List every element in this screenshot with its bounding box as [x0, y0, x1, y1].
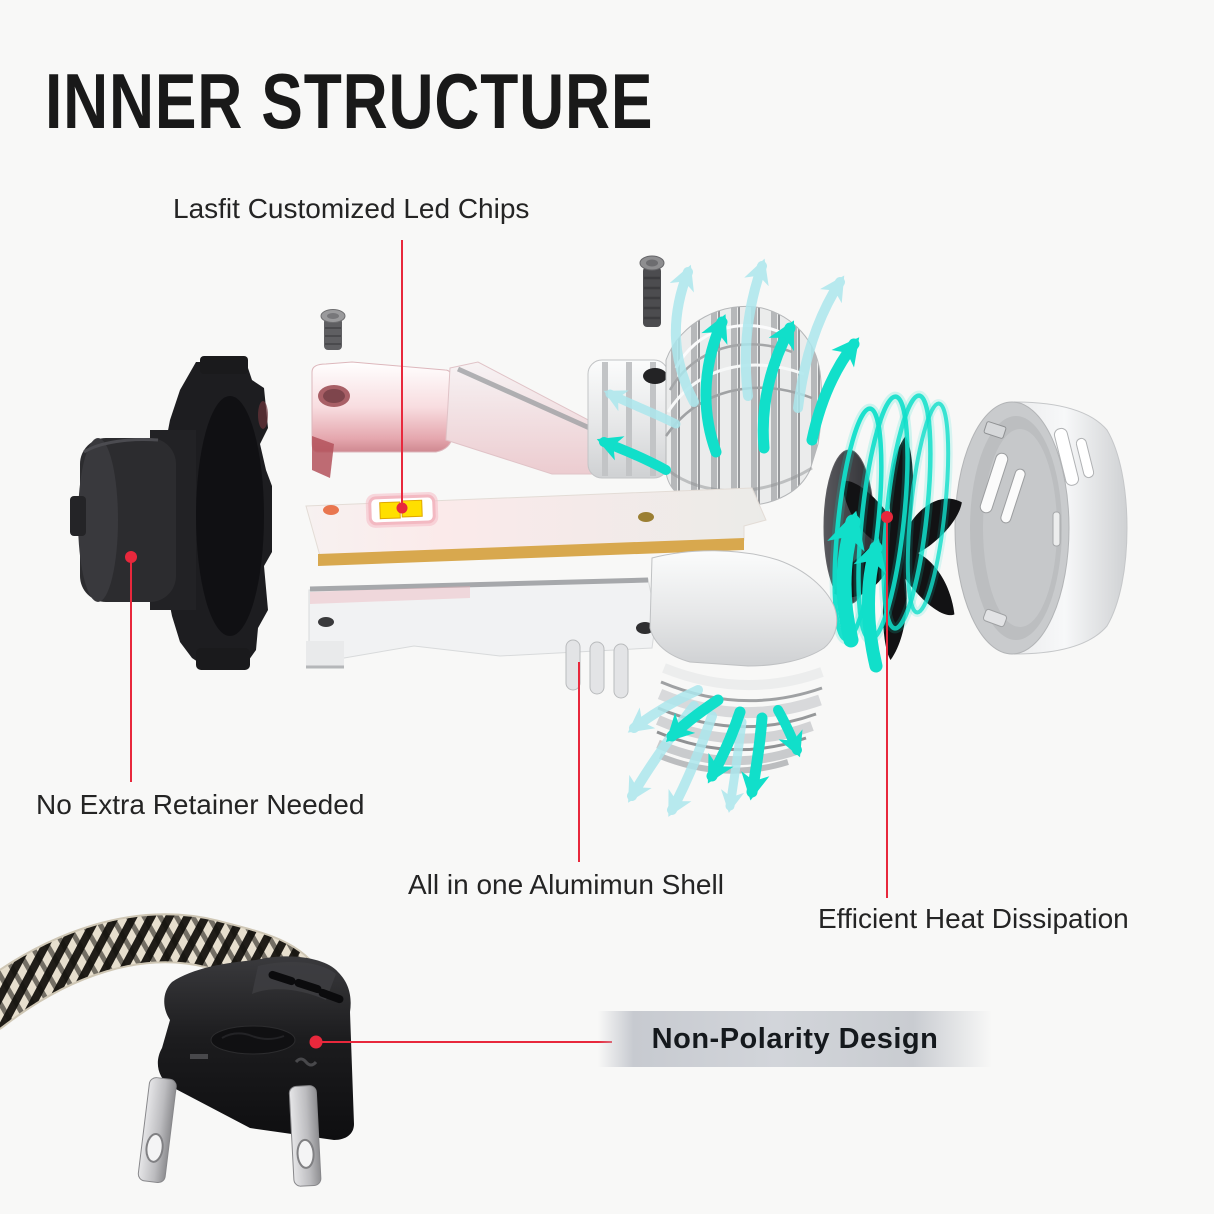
plug-pin [288, 1085, 322, 1187]
cooling-fan-part [823, 390, 966, 673]
annotation-dot [881, 511, 893, 523]
airflow-arrow-icon [793, 275, 845, 413]
airflow-arrow-icon [667, 711, 717, 817]
retainer-tab [196, 648, 250, 670]
label-no-retainer: No Extra Retainer Needed [36, 789, 365, 820]
airflow-arrow-icon [627, 685, 703, 733]
airflow-arrow-icon [596, 436, 671, 475]
lower-arm-foot [306, 641, 344, 667]
bracket-shadow [312, 436, 334, 478]
label-heat-dissipation: Efficient Heat Dissipation [818, 903, 1129, 934]
airflow-arrow-icon [720, 717, 747, 813]
cap-slot [1075, 437, 1095, 479]
page-title: INNER STRUCTURE [45, 57, 654, 145]
airflow-arrow-icon [827, 510, 865, 648]
collar-groove [589, 641, 605, 695]
collar-groove [613, 643, 629, 699]
airflow-down-arrows [627, 685, 803, 817]
airflow-arrow-icon [853, 538, 887, 673]
plug-part [0, 913, 354, 1187]
plug-emblem [210, 1025, 296, 1055]
cap-slot [1053, 427, 1080, 486]
screw-long [639, 255, 665, 327]
annotation-dot [396, 502, 408, 514]
airflow-arrow-icon [669, 264, 699, 407]
cap-slot [982, 608, 1008, 628]
annotation-dot [309, 1035, 323, 1049]
plug-vent [294, 978, 322, 994]
airflow-arrow-icon [740, 258, 769, 401]
end-cap-part [954, 401, 1128, 655]
label-aluminum-shell: All in one Alumimun Shell [408, 869, 724, 900]
plug-vent [268, 970, 296, 986]
cap-slot [1000, 468, 1026, 524]
lower-cone [649, 550, 838, 667]
cap-notch [983, 421, 1007, 439]
upper-arm [445, 361, 597, 475]
non-polarity-bar: Non-Polarity Design [598, 1011, 992, 1067]
airflow-arrow-icon [700, 314, 728, 458]
cap-slot [1052, 511, 1061, 547]
pcb-hole [323, 505, 339, 515]
airflow-arrow-icon [757, 320, 796, 454]
collar-hole [643, 368, 667, 384]
annotation-lines [125, 240, 893, 1049]
ac-mark [294, 1057, 318, 1067]
plug-vent [318, 988, 344, 1004]
label-non-polarity: Non-Polarity Design [651, 1022, 939, 1055]
airflow-arrow-icon [665, 694, 724, 743]
screw-small [320, 309, 346, 350]
cap-slot [979, 452, 1009, 514]
airflow-arrow-icon [706, 706, 746, 784]
airflow-arrow-icon [806, 337, 860, 446]
collar-groove [565, 639, 581, 691]
plug-pin [137, 1077, 177, 1184]
retainer-part [70, 356, 272, 670]
airflow-up-arrows [596, 258, 860, 475]
airflow-arrow-icon [741, 712, 770, 801]
label-led-chips: Lasfit Customized Led Chips [173, 193, 530, 224]
bracket-plate [311, 361, 453, 453]
arm-hole [636, 622, 654, 634]
annotation-dot [125, 551, 137, 563]
airflow-arrow-icon [773, 705, 803, 758]
led-pcb-part [305, 487, 767, 566]
pcb-gold-edge [318, 538, 744, 566]
retainer-tab [200, 356, 248, 374]
airflow-arrow-icon [603, 389, 681, 429]
retainer-notch [70, 496, 86, 536]
pcb-hole [638, 512, 654, 522]
minus-mark [190, 1054, 208, 1059]
arm-hole [318, 617, 334, 627]
